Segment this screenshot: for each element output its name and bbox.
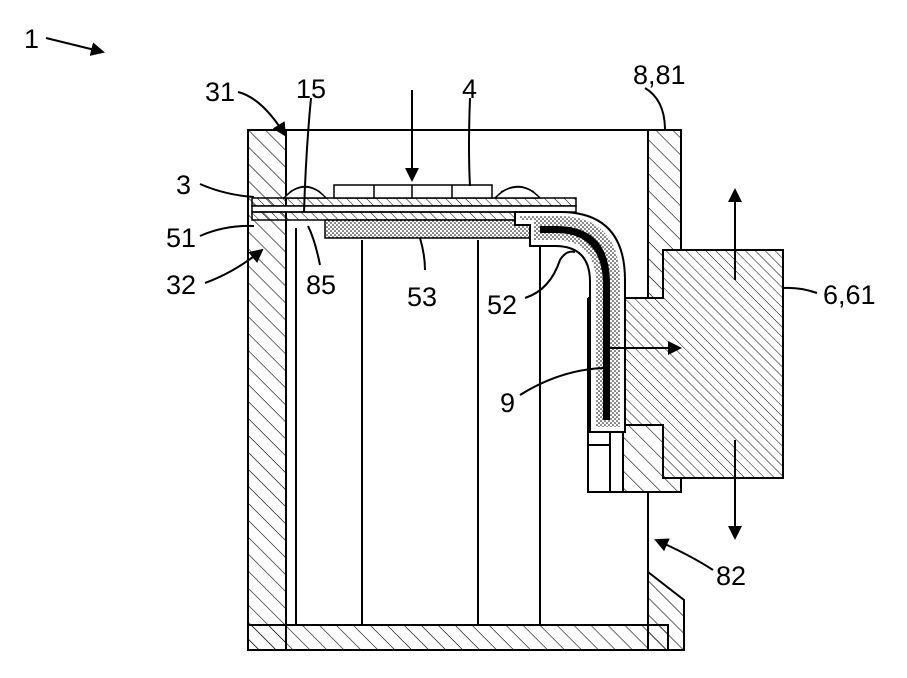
- label-8-81: 8,81: [633, 60, 686, 90]
- housing-bottom-step: [648, 572, 684, 650]
- label-51: 51: [166, 223, 196, 253]
- housing-bottom-wall: [248, 625, 668, 650]
- label-52: 52: [487, 290, 517, 320]
- label-85: 85: [306, 270, 336, 300]
- board-layer-bottom: [252, 212, 524, 220]
- label-31: 31: [205, 77, 235, 107]
- label-53: 53: [407, 282, 437, 312]
- label-3: 3: [176, 170, 191, 200]
- label-1: 1: [24, 24, 39, 54]
- thermal-pad-53: [325, 220, 530, 238]
- component-4: [334, 185, 492, 198]
- label-6-61: 6,61: [823, 280, 876, 310]
- heat-pipe-52: [515, 212, 625, 432]
- label-82: 82: [716, 561, 746, 591]
- label-9: 9: [500, 388, 515, 418]
- label-15: 15: [296, 74, 326, 104]
- board-layer-top: [252, 198, 576, 206]
- label-32: 32: [166, 270, 196, 300]
- label-4: 4: [462, 74, 477, 104]
